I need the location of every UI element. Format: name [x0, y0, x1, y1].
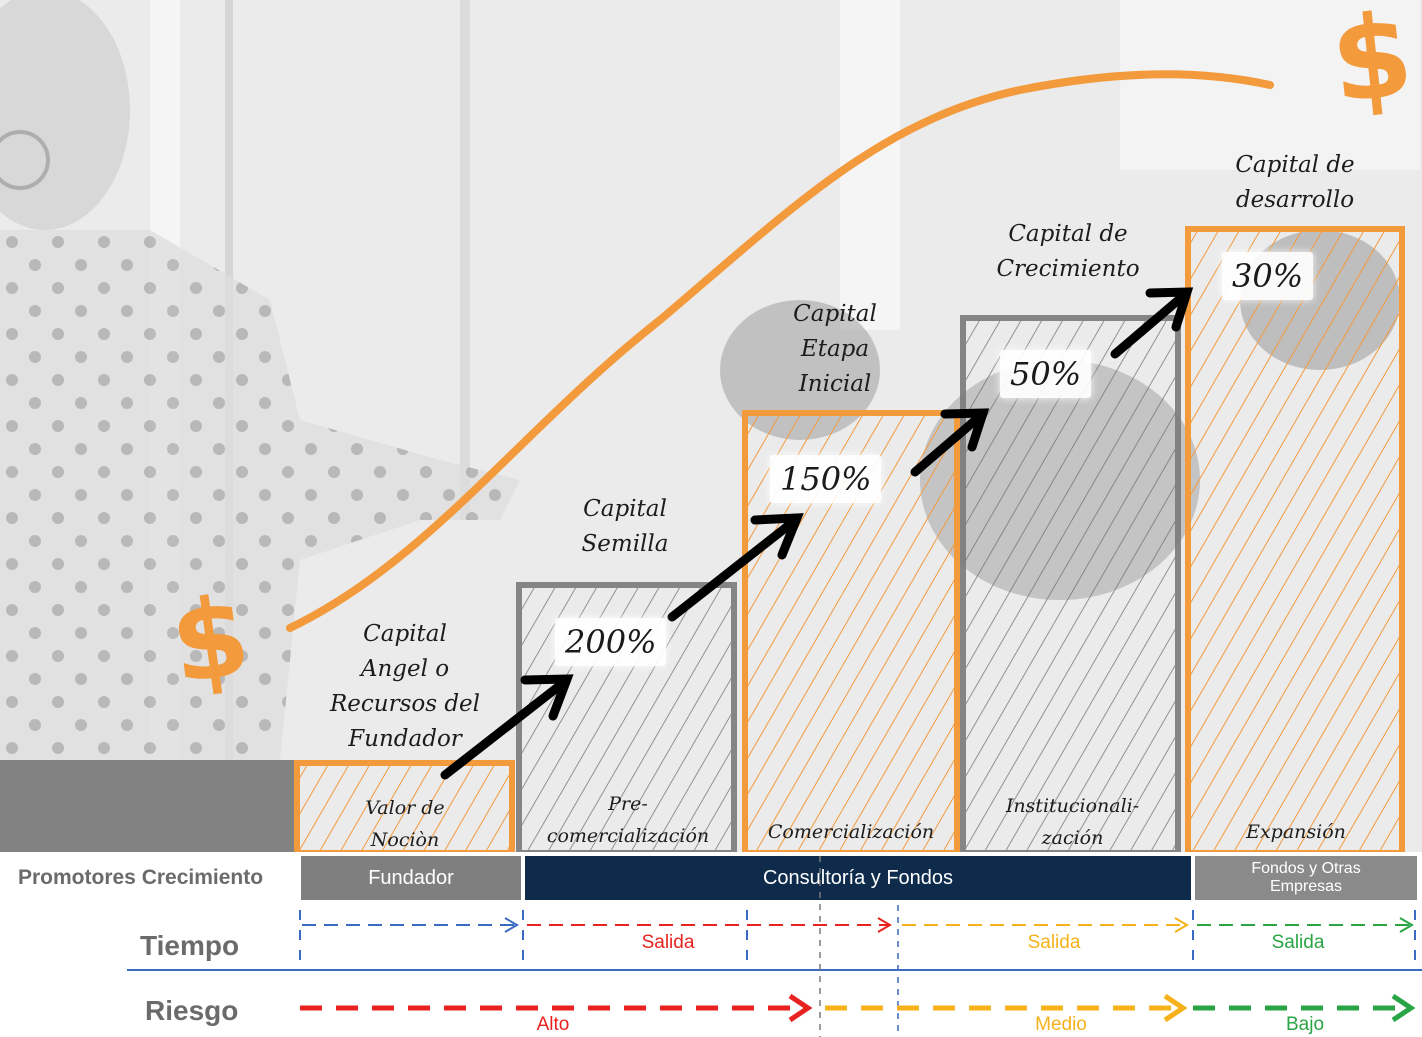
- phase-label-5: Expansión: [1246, 821, 1346, 843]
- stage-title-3: Capital Etapa Inicial: [793, 301, 877, 397]
- tiempo-label: Tiempo: [140, 930, 240, 961]
- riesgo-level-medio: Medio: [1035, 1014, 1087, 1035]
- timeline-lines: [127, 856, 1422, 1037]
- growth-curve: [286, 70, 1274, 632]
- stage-title-1: Capital Angel o Recursos del Fundador: [329, 621, 481, 752]
- phase-label-2: Pre- comercialización: [546, 793, 710, 847]
- percentage-stage-3: 150%: [770, 455, 882, 503]
- tiempo-exit-2: Salida: [1027, 932, 1081, 953]
- dollar-icon-left: $: [163, 571, 258, 709]
- bar-stage-4: [960, 315, 1181, 856]
- bar-stage-5: [1185, 226, 1405, 856]
- riesgo-label: Riesgo: [145, 995, 239, 1026]
- dollar-icon-right: $: [1325, 0, 1419, 130]
- stage-title-4: Capital de Crecimiento: [996, 221, 1140, 282]
- person-photo: [0, 0, 520, 855]
- percentage-stage-4: 50%: [1000, 350, 1092, 398]
- stage-title-2: Capital Semilla: [581, 496, 669, 557]
- riesgo-level-bajo: Bajo: [1285, 1014, 1325, 1035]
- riesgo-level-alto: Alto: [536, 1014, 570, 1035]
- percentage-stage-2: 200%: [555, 618, 667, 666]
- promoter-segment-fundador: Fundador: [301, 856, 521, 900]
- tiempo-exit-3: Salida: [1271, 932, 1325, 953]
- stage-title-5: Capital de desarrollo: [1235, 152, 1355, 213]
- promoters-label: Promotores Crecimiento: [18, 866, 264, 889]
- phase-label-4: Institucionali- zación: [1005, 795, 1140, 849]
- promoter-segment-fondos: Fondos y Otras Empresas: [1195, 856, 1417, 900]
- stage-arrows: [440, 287, 1194, 780]
- percentage-stage-5: 30%: [1222, 252, 1314, 300]
- tiempo-exit-1: Salida: [641, 932, 695, 953]
- phase-label-3: Comercialización: [767, 821, 935, 843]
- promoter-segment-consultoria: Consultoría y Fondos: [525, 856, 1191, 900]
- phase-label-1: Valor de Nociòn: [365, 797, 445, 851]
